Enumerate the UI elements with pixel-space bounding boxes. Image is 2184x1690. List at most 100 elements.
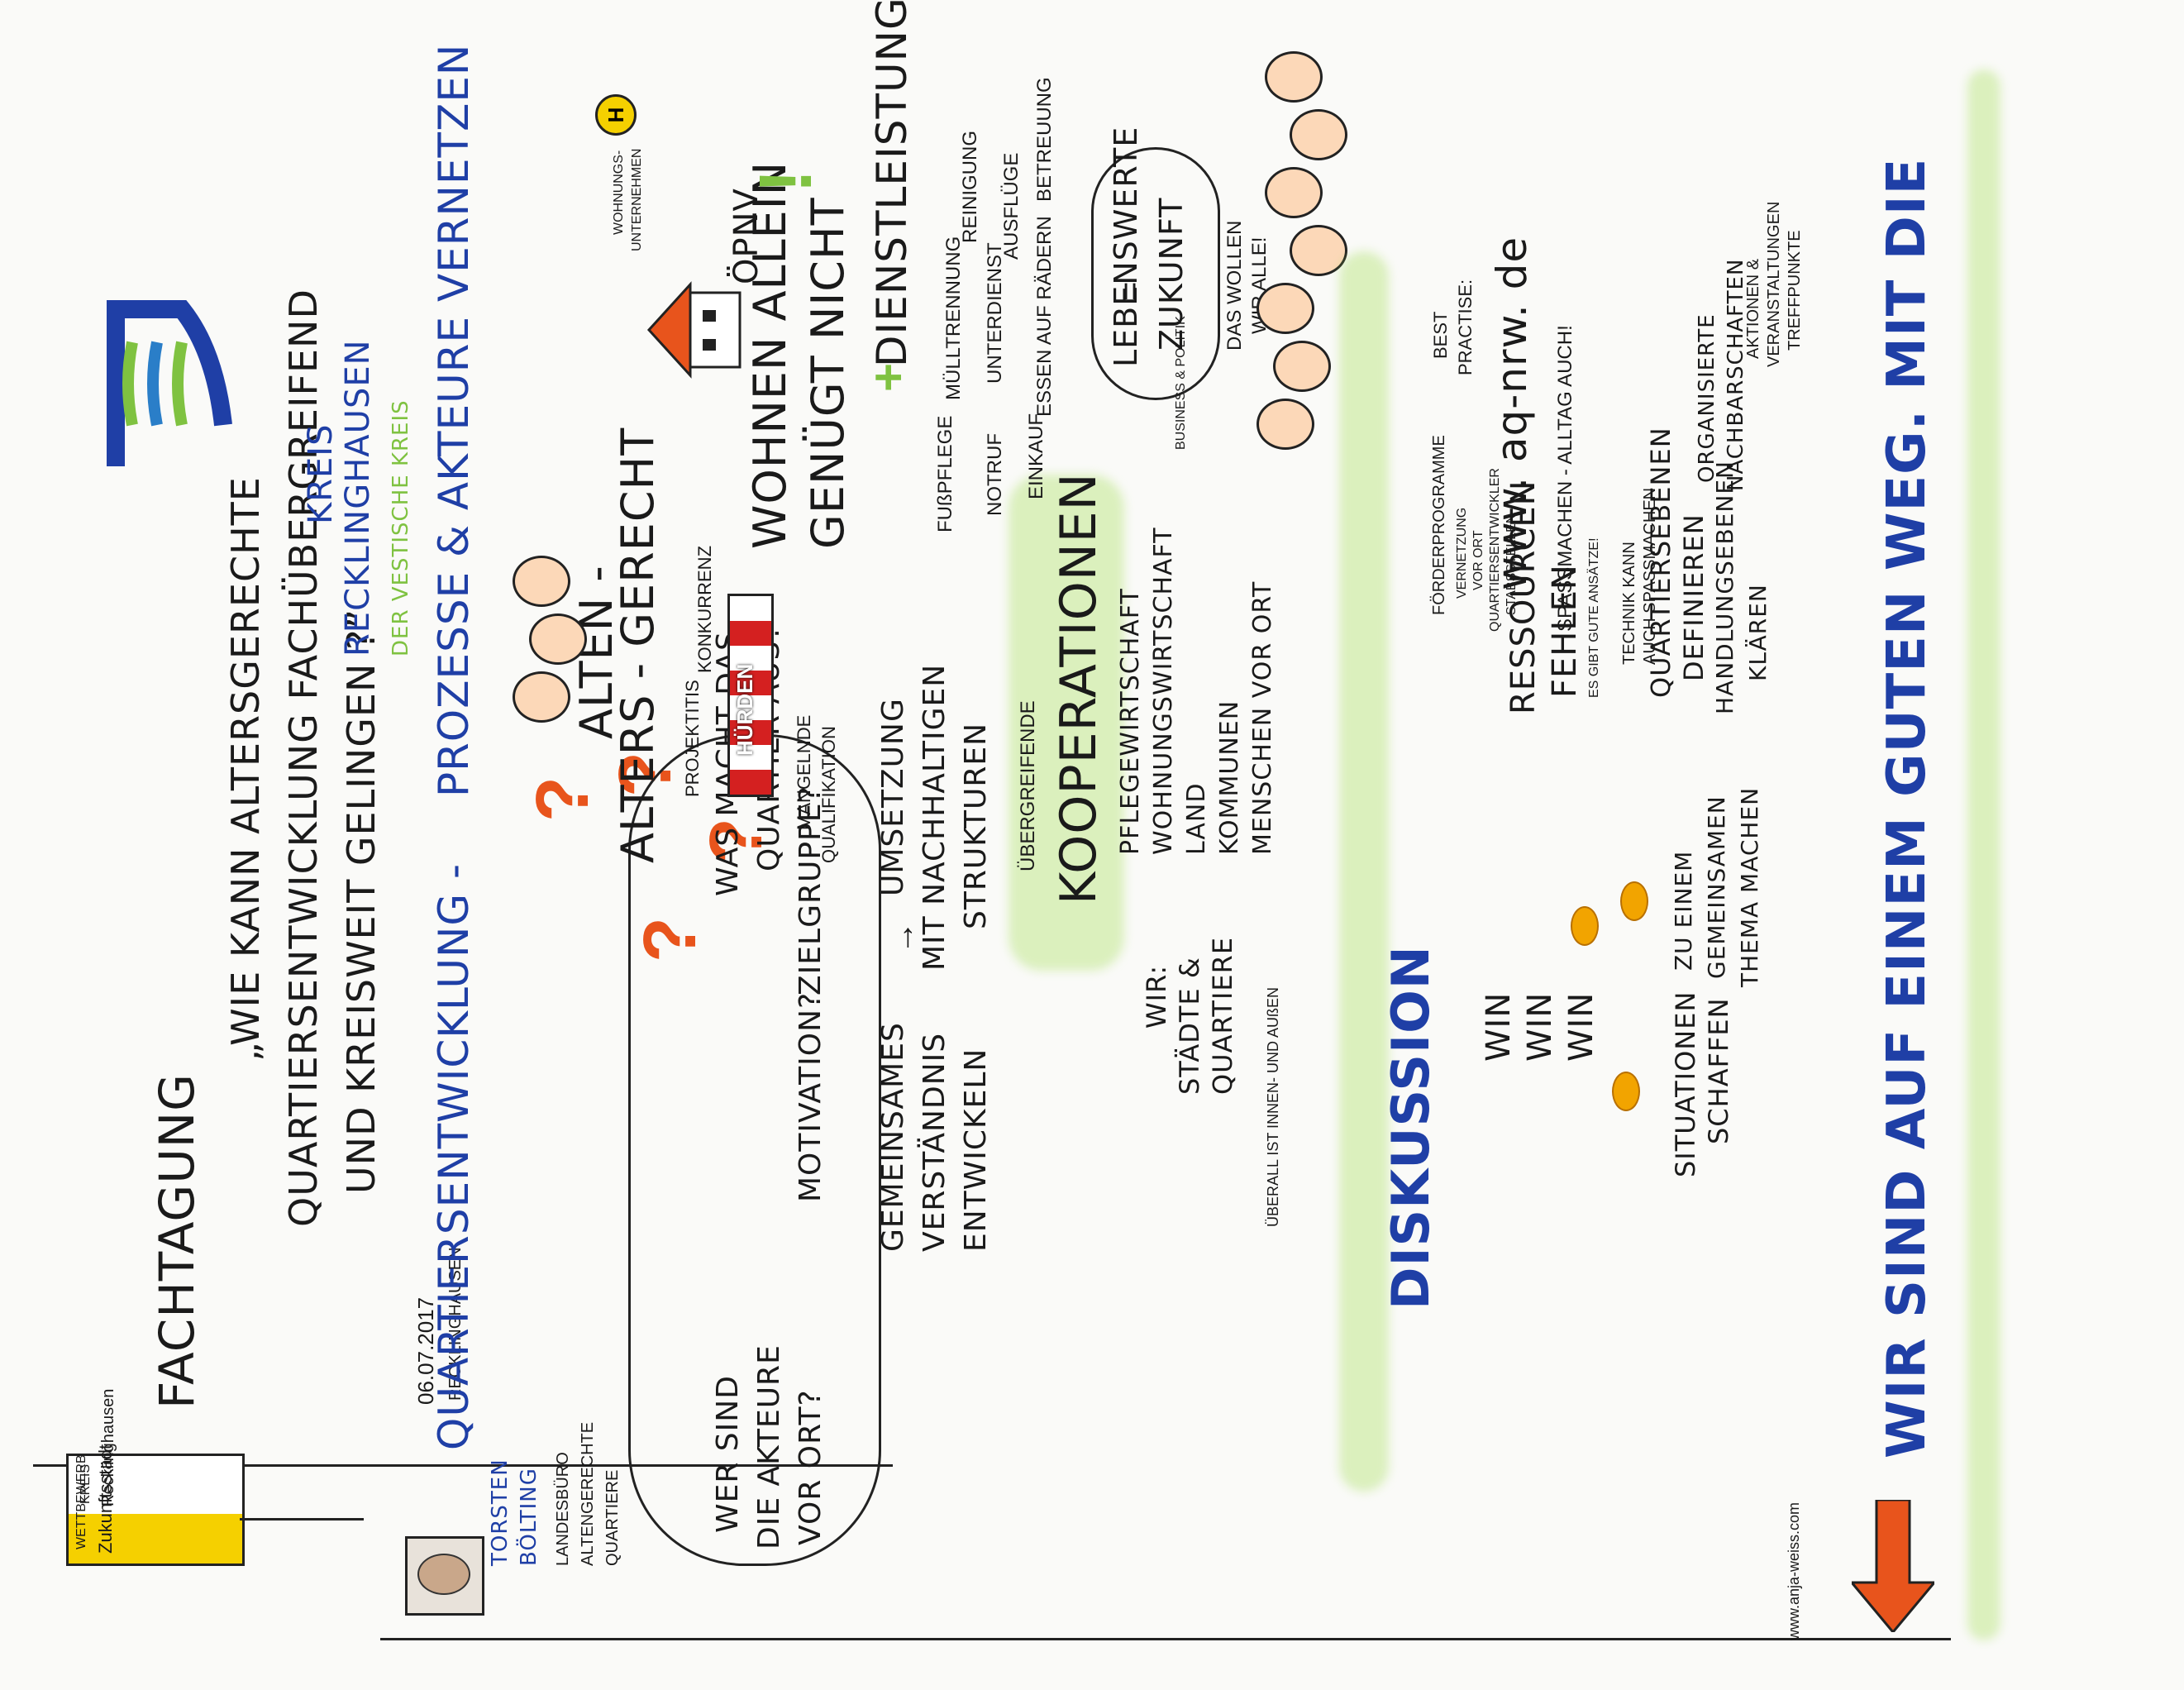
hurdle-konkurrenz: KONKURRENZ (694, 545, 715, 673)
person-face (1265, 51, 1323, 103)
speaker-role3: QUARTIERE (603, 1469, 622, 1566)
sign-kreis: KREIS (79, 1463, 93, 1504)
wir-line3: QUARTIERE (1207, 936, 1238, 1095)
akt-line3: TREFFPUNKTE (1786, 230, 1804, 351)
logo-name: RECKLINGHAUSEN (339, 339, 377, 656)
credit: www.anja-weiss.com (1786, 1501, 1802, 1640)
speaker-name2: BÖLTING (517, 1468, 541, 1566)
q1-line2: DIE AKTEURE (752, 1344, 786, 1549)
section-title-part2: PROZESSE & AKTEURE VERNETZEN (430, 43, 478, 797)
handl-line2: KLÄREN (1744, 584, 1772, 681)
sign-post (240, 1518, 364, 1521)
qeb-line2: DEFINIEREN (1678, 513, 1710, 681)
wohnen-title2: GENÜGT NICHT (802, 197, 854, 549)
coin-icon (1612, 1072, 1640, 1111)
best-line2: PRACTISE: (1455, 279, 1476, 375)
future-line1: LEBENSWERTE (1108, 126, 1144, 367)
dienst-item-7: BETREUUNG (1033, 77, 1056, 202)
gem-line1: GEMEINSAMES (876, 1022, 910, 1252)
person-face (1257, 399, 1314, 450)
q2-motivation: MOTIVATION? (794, 991, 827, 1202)
dienstleistungen: DIENSTLEISTUNGEN (868, 0, 916, 367)
event-title: FACHTAGUNG (149, 1072, 205, 1409)
coin-icon (1571, 906, 1599, 946)
house-icon (645, 276, 744, 384)
ums-line1: UMSETZUNG (876, 698, 910, 896)
sign-city: Recklinghausen (99, 1388, 117, 1506)
dienst-item-1: FUßPFLEGE (934, 415, 956, 532)
alters-gerecht: ALTERS - GERECHT (612, 427, 664, 863)
frame-left-line (380, 1638, 1951, 1640)
gem-line3: ENTWICKELN (959, 1048, 993, 1252)
kreis-logo (99, 284, 265, 475)
future-line2: ZUKUNFT (1153, 197, 1190, 351)
vernetzung2: VOR ORT (1471, 530, 1485, 590)
dienst-item-4: NOTRUF (984, 433, 1006, 516)
wohnen-plus: + (861, 362, 916, 392)
wohnen-excl: ! (745, 169, 827, 193)
wir-line2: STÄDTE & (1174, 957, 1205, 1095)
technik-line1: TECHNIK KANN (1620, 542, 1638, 665)
question-line1: „WIE KANN ALTERSGERECHTE (223, 476, 268, 1062)
hurdle-projektitis: PROJEKTITIS (682, 680, 703, 797)
zu-line3: THEMA MACHEN (1736, 786, 1763, 987)
bus-stop-icon: H (595, 94, 637, 136)
ums-line2: MIT NACHHALTIGEN (918, 663, 951, 971)
wohnen-title1: WOHNEN ALLEIN (744, 160, 796, 549)
vernetzung1: VERNETZUNG (1455, 507, 1469, 599)
closing-glow (1967, 69, 2000, 1640)
win-1: WIN (1480, 991, 1518, 1062)
housing-sign2: UNTERNEHMEN (630, 148, 644, 251)
dienst-item-6: AUSFLÜGE (1000, 152, 1023, 260)
ueberall: ÜBERALL IST INNEN- UND AUßEN (1265, 986, 1281, 1227)
speaker-role1: LANDESBÜRO (554, 1452, 572, 1566)
housing-sign1: WOHNUNGS- (612, 150, 626, 235)
ums-line3: STRUKTUREN (959, 722, 993, 929)
gem-line2: VERSTÄNDNIS (918, 1032, 951, 1252)
person-face (1290, 225, 1347, 276)
person-face (513, 671, 570, 723)
zu-line2: GEMEINSAMEN (1703, 795, 1730, 979)
handl-line1: HANDLUNGSEBENEN (1711, 460, 1738, 714)
technik-line2: AUCH SPASSMACHEN (1641, 487, 1659, 665)
hurdle-q1: MANGELNDE (794, 714, 814, 830)
koop-item-1: PFLEGEWIRTSCHAFT (1116, 588, 1145, 855)
koop-header: ÜBERGREIFENDE (1017, 700, 1039, 871)
person-face (513, 556, 570, 607)
win-3: WIN (1562, 991, 1600, 1062)
dienst-item-5: UNTERDIENST (984, 242, 1006, 384)
speaker-role2: ALTENGERECHTE (579, 1421, 597, 1566)
person-face (1273, 341, 1331, 392)
koop-item-3: LAND (1182, 782, 1211, 855)
sit-line2: SCHAFFEN (1703, 997, 1734, 1144)
question-mark-1: ? (522, 776, 604, 822)
dienst-item-3: REINIGUNG (959, 130, 981, 243)
koop-item-4: KOMMUNEN (1215, 699, 1244, 855)
coin-icon (1620, 881, 1648, 921)
best-practise-url[interactable]: www. aq-nrw. de (1488, 236, 1536, 590)
section-title-part1: QUARTIERSENTWICKLUNG - (430, 862, 478, 1450)
dienst-item-9: ESSEN AUF RÄDERN (1033, 216, 1056, 417)
koop-item-2: WOHNUNGSWIRTSCHAFT (1149, 527, 1178, 855)
dienst-item-2: MÜLLTRENNUNG (942, 236, 965, 400)
gem-arrow: → (885, 921, 921, 954)
bus-stop-label: H (603, 107, 628, 123)
q1-line1: WER SIND (711, 1375, 745, 1533)
person-face (1265, 167, 1323, 218)
up-arrow-icon (1848, 1498, 1938, 1635)
dienst-item-8: EINKAUF (1025, 413, 1047, 499)
koop-title: KOOPERATIONEN (1050, 472, 1108, 905)
speaker-name1: TORSTEN (488, 1458, 513, 1566)
closing-statement: WIR SIND AUF EINEM GUTEN WEG. MIT DIE (1876, 157, 1938, 1458)
speaker-photo (405, 1536, 484, 1616)
koop-item-5: MENSCHEN VOR ORT (1248, 580, 1277, 855)
person-face (1290, 109, 1347, 160)
person-face (1257, 283, 1314, 334)
hurdle-label: HÜRDEN (732, 663, 757, 756)
zu-line1: ZU EINEM (1670, 850, 1697, 971)
akt-line2: VERANSTALTUNGEN (1765, 201, 1783, 367)
diskussion-title: DISKUSSION (1380, 945, 1441, 1310)
res-line3: ES GIBT GUTE ANSÄTZE! (1587, 537, 1601, 698)
